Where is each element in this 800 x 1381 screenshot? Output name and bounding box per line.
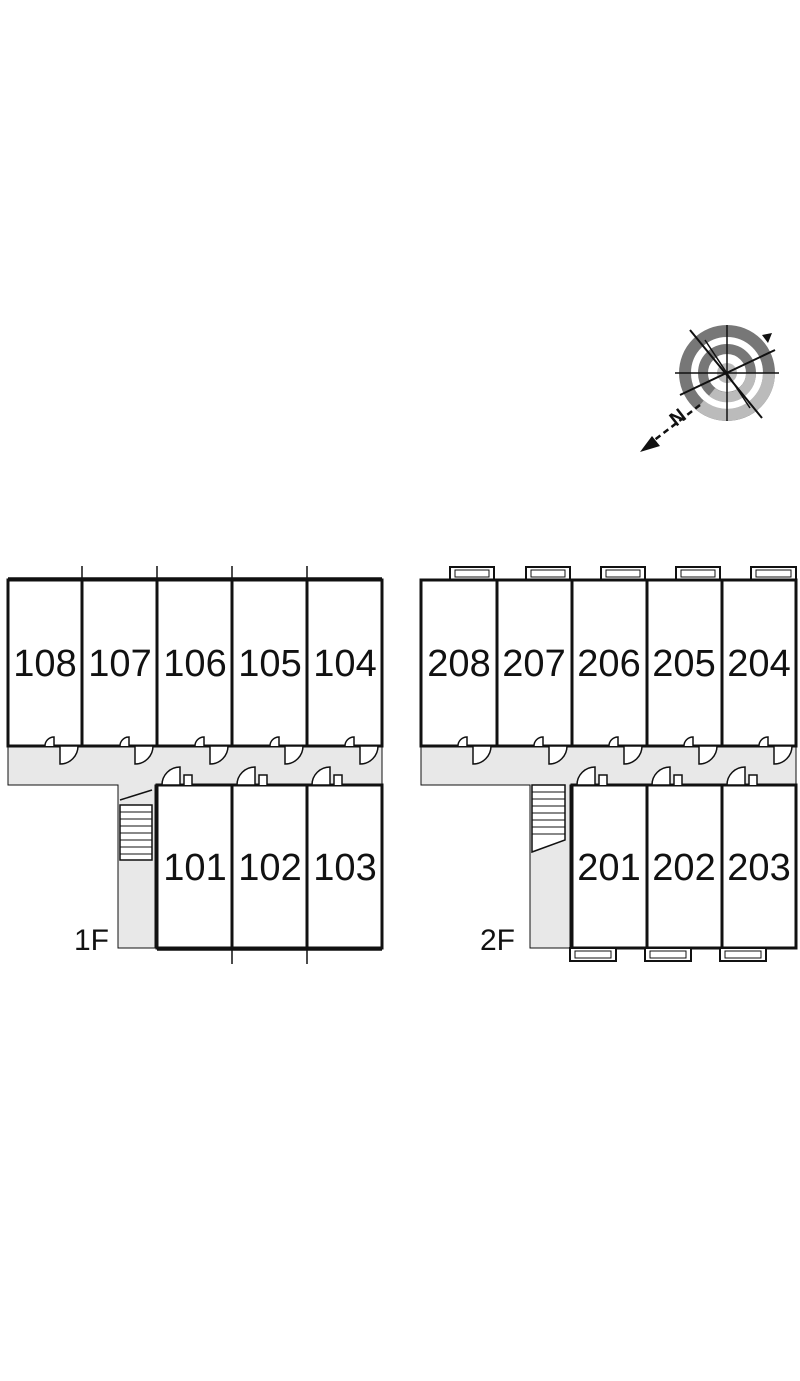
unit-106: 106 [155,577,234,765]
unit-103: 103 [305,766,384,951]
floor-plan-2f: 208 207 206 205 [419,566,798,962]
door-icon [651,766,683,786]
door-icon [726,766,758,786]
door-icon [119,736,154,765]
unit-label-107: 107 [88,643,151,685]
door-icon [533,736,568,765]
compass-rose [675,325,779,421]
floor-label-2f: 2F [480,924,515,957]
unit-201: 201 [570,766,649,950]
unit-label-201: 201 [577,847,640,889]
unit-202: 202 [645,766,724,950]
staircase-2f [531,784,566,854]
north-arrow: N [640,404,701,452]
unit-label-208: 208 [427,643,490,685]
unit-label-101: 101 [163,847,226,889]
unit-label-204: 204 [727,643,790,685]
unit-label-105: 105 [238,643,301,685]
balcony-row-2f-lower [569,947,767,962]
unit-label-104: 104 [313,643,376,685]
unit-203: 203 [720,766,798,950]
door-icon [236,766,268,786]
unit-label-103: 103 [313,847,376,889]
staircase-1f [119,789,153,861]
unit-label-205: 205 [652,643,715,685]
unit-207: 207 [495,578,574,765]
floor-plan-1f: 108 107 106 10 [6,566,384,964]
unit-208: 208 [419,578,499,765]
door-icon [344,736,379,765]
unit-105: 105 [230,577,309,765]
balcony-row-2f-upper [449,566,797,581]
door-icon [161,766,193,786]
unit-204: 204 [720,578,798,765]
unit-label-206: 206 [577,643,640,685]
door-icon [576,766,608,786]
north-label: N [666,405,691,431]
unit-104: 104 [305,577,384,765]
door-icon [683,736,718,765]
unit-107: 107 [80,577,159,765]
door-icon [44,736,79,765]
door-icon [608,736,643,765]
unit-108: 108 [6,577,84,765]
unit-label-207: 207 [502,643,565,685]
unit-label-202: 202 [652,847,715,889]
door-icon [457,736,492,765]
unit-206: 206 [570,578,649,765]
corridor-1f [7,745,383,949]
door-icon [311,766,343,786]
unit-label-203: 203 [727,847,790,889]
door-icon [269,736,304,765]
door-icon [194,736,229,765]
unit-102: 102 [230,766,309,951]
unit-label-102: 102 [238,847,301,889]
unit-label-108: 108 [13,643,76,685]
unit-label-106: 106 [163,643,226,685]
floor-label-1f: 1F [74,924,109,957]
door-icon [758,736,793,765]
unit-101: 101 [155,766,234,951]
unit-205: 205 [645,578,724,765]
